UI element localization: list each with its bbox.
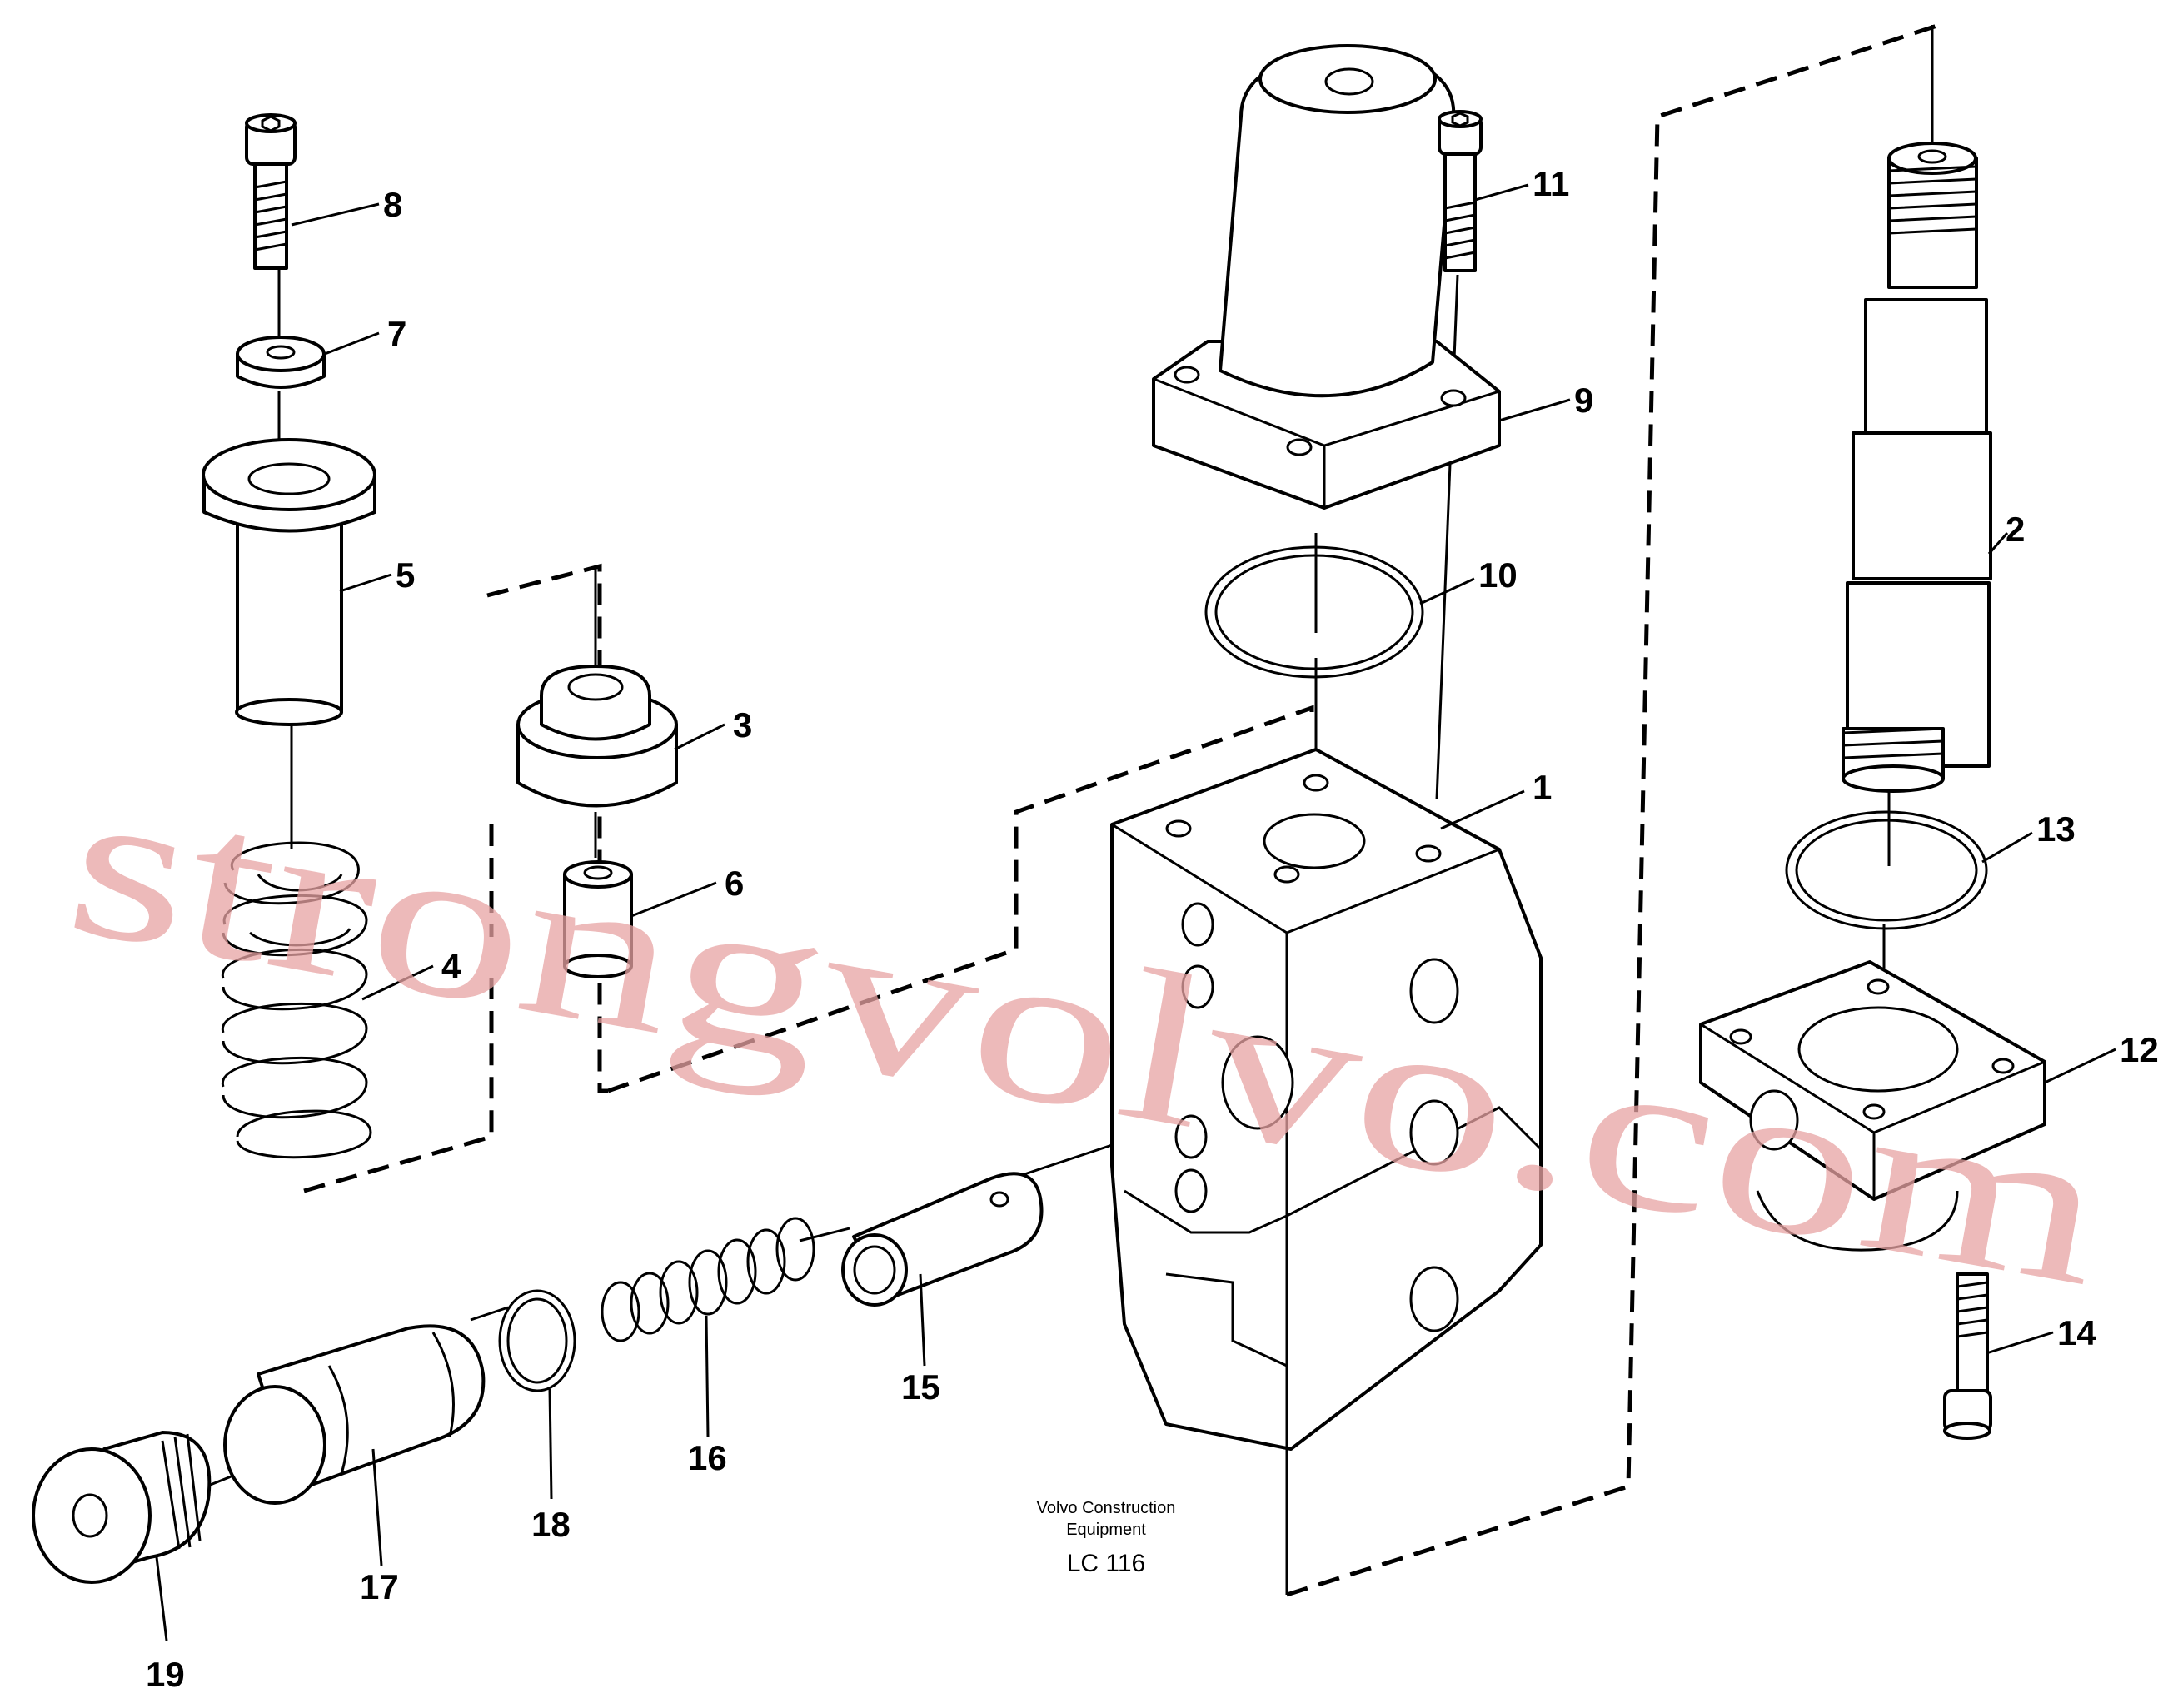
part-18-o-ring <box>498 1289 576 1392</box>
caption-line-2: Equipment <box>1066 1521 1146 1539</box>
label-17: 17 <box>360 1567 399 1606</box>
part-8-cap-screw <box>245 113 297 270</box>
part-19-plug <box>32 1431 212 1584</box>
part-17-piston <box>223 1324 486 1505</box>
label-4: 4 <box>441 947 461 986</box>
assembly-boundary-lines <box>303 21 1946 1597</box>
label-7: 7 <box>387 314 406 353</box>
label-12: 12 <box>2120 1030 2159 1069</box>
label-13: 13 <box>2036 809 2076 849</box>
label-5: 5 <box>396 555 415 595</box>
part-1-valve-body <box>1110 748 1543 1451</box>
label-11: 11 <box>1533 164 1569 203</box>
part-9-housing-cap <box>1152 44 1501 510</box>
part-11-cap-screw <box>1438 110 1483 272</box>
label-16: 16 <box>688 1438 727 1477</box>
label-8: 8 <box>383 185 402 224</box>
caption-code: LC 116 <box>1067 1550 1146 1577</box>
part-16-spring <box>601 1217 815 1342</box>
part-4-spring <box>222 841 372 1159</box>
label-14: 14 <box>2057 1313 2096 1352</box>
part-3-spool-cap <box>516 665 678 808</box>
caption-line-1: Volvo Construction <box>1037 1499 1176 1517</box>
label-3: 3 <box>733 705 752 744</box>
label-18: 18 <box>531 1505 571 1544</box>
label-19: 19 <box>146 1655 185 1694</box>
label-9: 9 <box>1574 381 1593 420</box>
figure-caption: Volvo Construction Equipment LC 116 <box>1037 1499 1176 1577</box>
part-10-o-ring <box>1204 545 1424 679</box>
part-7-washer <box>236 336 326 389</box>
label-2: 2 <box>2006 510 2025 549</box>
label-15: 15 <box>901 1367 940 1407</box>
part-2-spool <box>1842 142 1992 793</box>
part-14-cap-screw <box>1943 1272 1992 1440</box>
part-15-sleeve <box>841 1172 1044 1307</box>
label-6: 6 <box>725 864 744 903</box>
part-6-plunger <box>563 860 633 978</box>
part-5-sleeve <box>202 438 376 726</box>
leader-lines <box>155 183 2116 1641</box>
part-13-o-ring <box>1785 810 1988 930</box>
label-1: 1 <box>1533 768 1552 807</box>
label-10: 10 <box>1478 555 1518 595</box>
part-12-flange-block <box>1699 960 2046 1252</box>
assembly-axis-lines <box>195 25 1934 1595</box>
part-number-labels: 1 2 3 4 5 6 7 8 9 10 11 12 13 14 15 16 1… <box>146 164 2159 1694</box>
